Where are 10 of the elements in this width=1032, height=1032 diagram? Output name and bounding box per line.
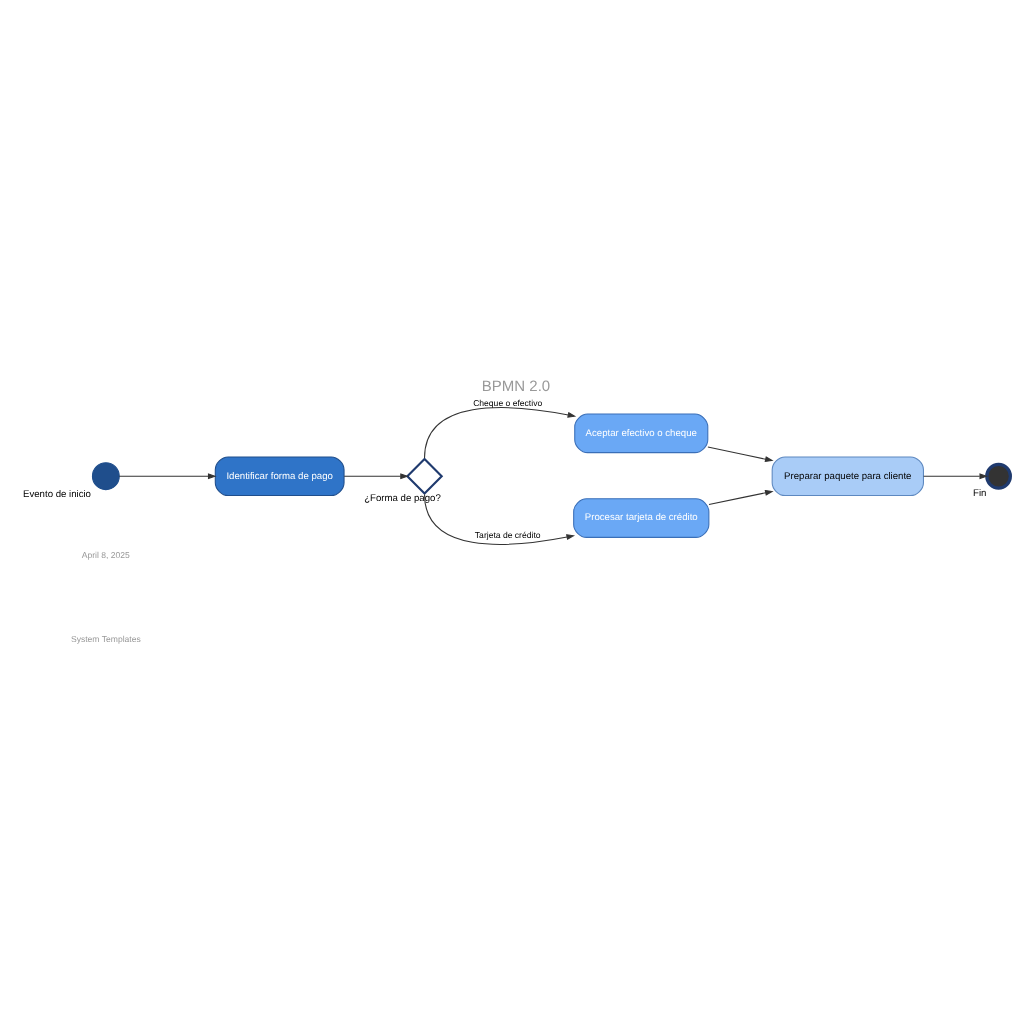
arrow <box>343 472 409 479</box>
node-circle <box>91 461 120 490</box>
arrow <box>424 406 577 458</box>
arrow <box>923 472 989 479</box>
arrow <box>118 472 217 479</box>
node-diamond <box>405 456 444 494</box>
arrow <box>424 492 576 544</box>
arrow <box>707 445 774 462</box>
node-circle <box>985 461 1012 489</box>
arrow <box>708 488 774 504</box>
